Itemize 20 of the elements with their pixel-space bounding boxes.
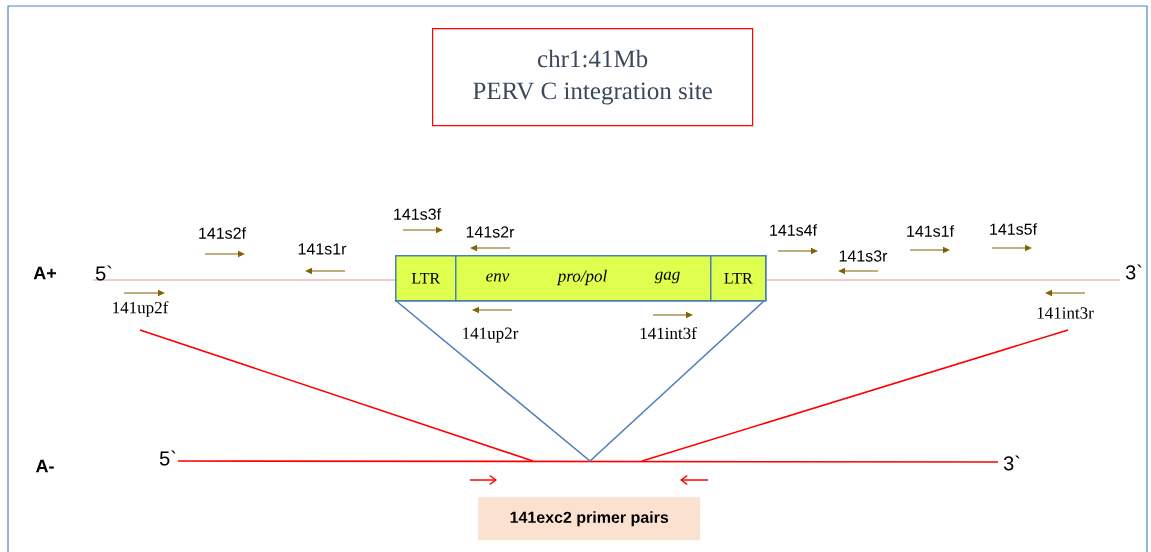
- primer-label: 141up2f: [113, 301, 169, 317]
- primer-label: 141int3r: [1037, 307, 1094, 319]
- strand-label: A+: [33, 266, 57, 280]
- primer-label: 141s2r: [466, 226, 515, 238]
- primer-label: 141s5f: [990, 223, 1038, 235]
- primer-label: 141s1r: [298, 243, 347, 255]
- primer-label: 141int3f: [640, 326, 697, 340]
- primer-label: 141s1f: [907, 225, 955, 237]
- end-label: 3`: [1125, 264, 1142, 280]
- primer-label: 141up2r: [463, 327, 519, 343]
- primer-label: 141s3f: [394, 208, 442, 220]
- primer-label: 141s4f: [770, 224, 818, 236]
- end-label: 5`: [95, 265, 112, 281]
- end-label: 5`: [159, 450, 176, 466]
- primer-label: 141s2f: [199, 227, 247, 239]
- caption-box: 141exc2 primer pairs: [478, 497, 701, 541]
- end-label: 3`: [1003, 455, 1020, 471]
- strand-label: A-: [35, 459, 54, 473]
- title-box: chr1:41Mb PERV C integration site: [432, 28, 754, 127]
- primer-label: 141s3r: [839, 250, 888, 262]
